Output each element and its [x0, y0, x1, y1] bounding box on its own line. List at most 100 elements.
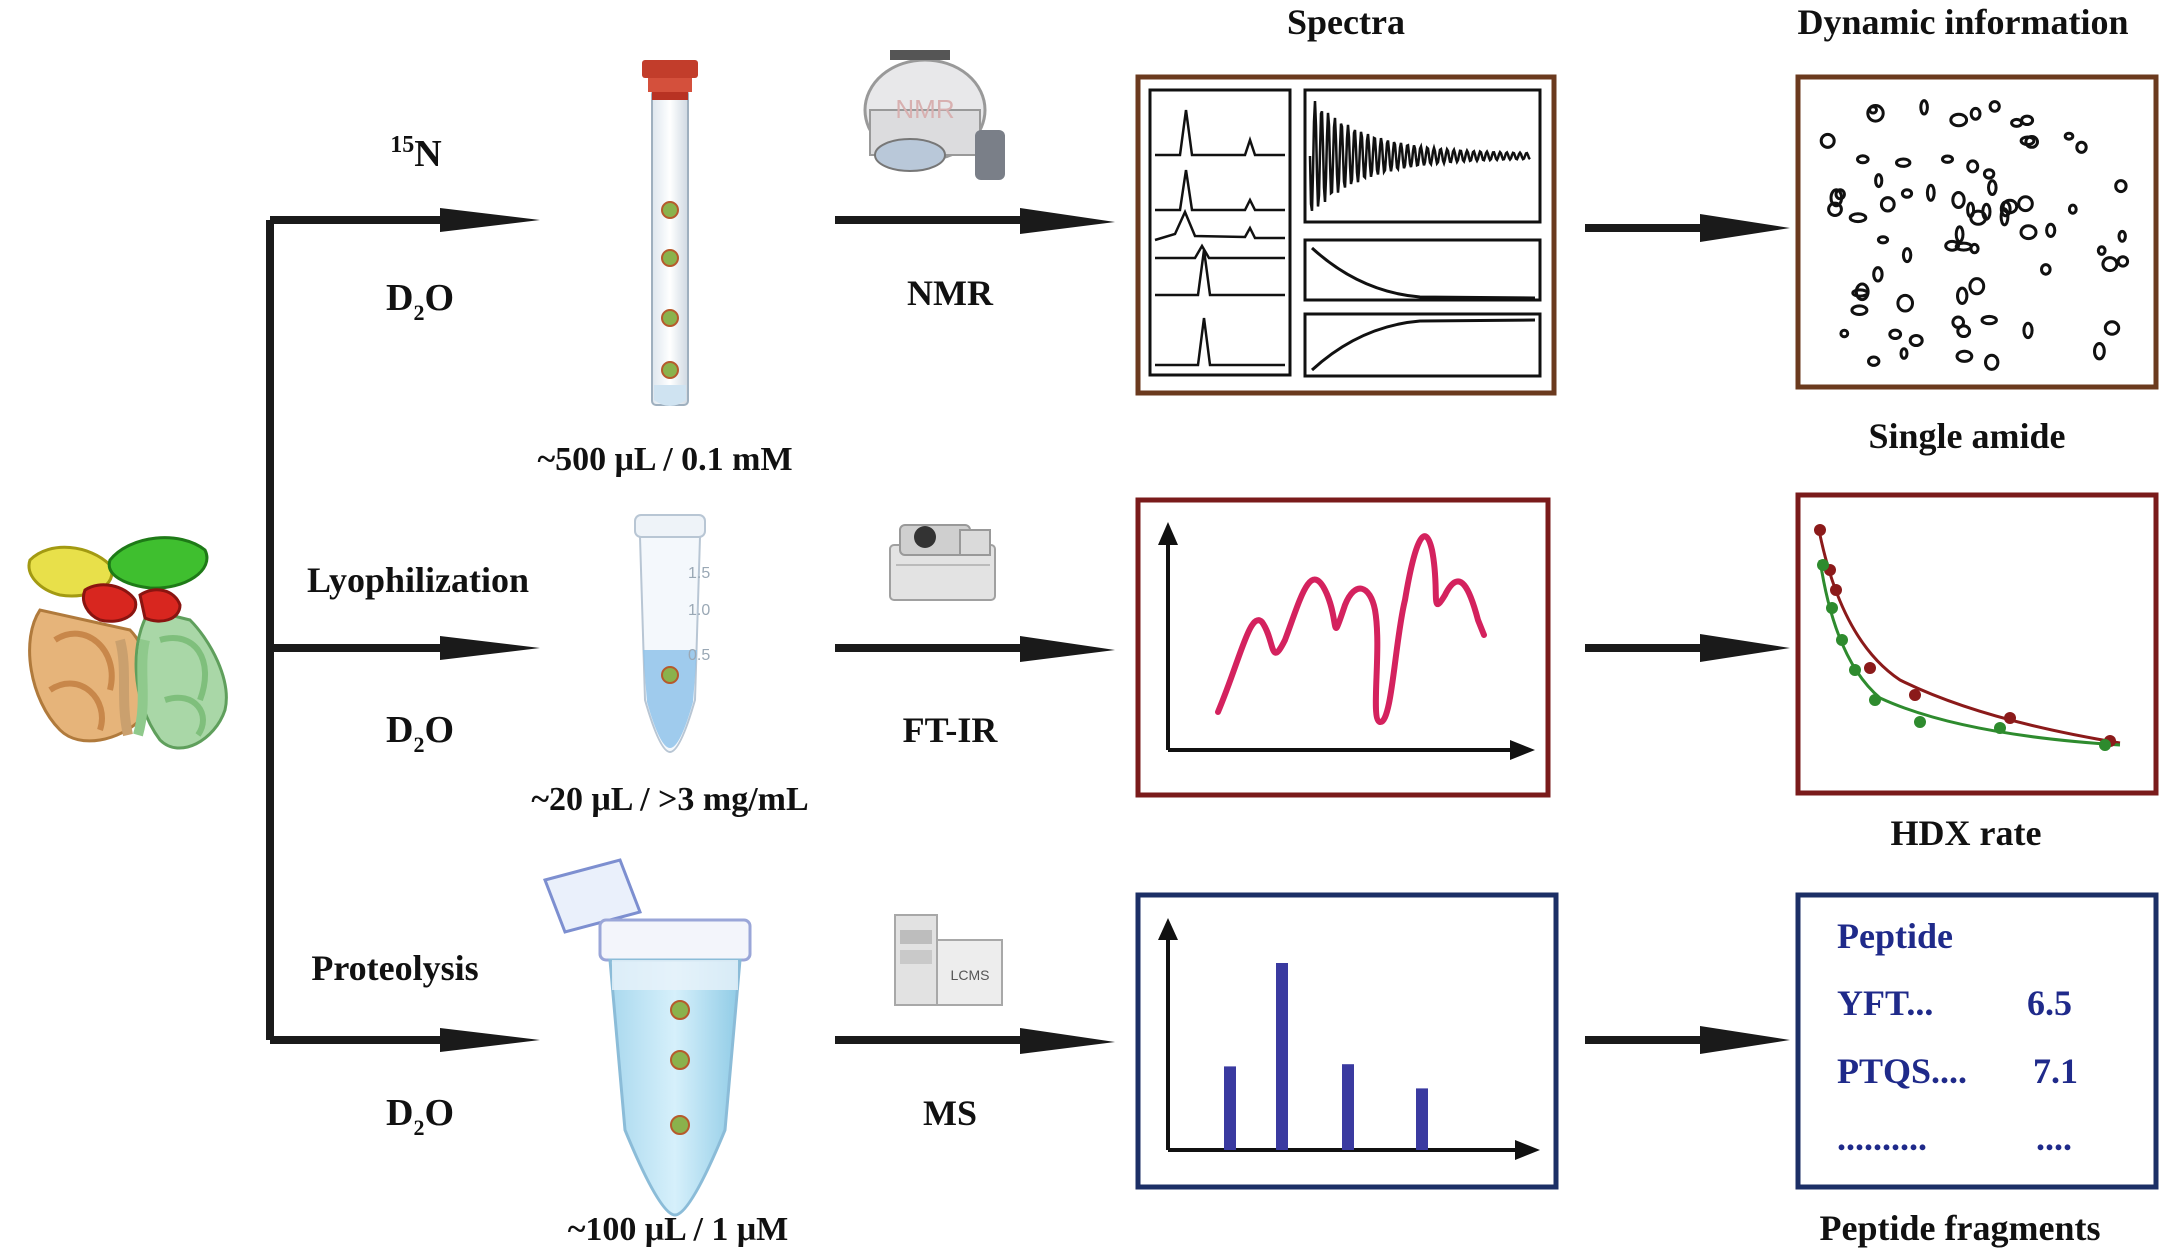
peptide-row-3-name: .......... [1837, 1118, 1927, 1158]
cross-peak [1819, 132, 1836, 149]
peptide-row-1-name: YFT... [1837, 983, 1933, 1023]
ms-eppendorf-tube-illustration [543, 858, 752, 1217]
cross-peak [1969, 106, 1982, 121]
ms-peak-bar [1276, 963, 1288, 1150]
lcms-label: LCMS [951, 967, 990, 983]
ir-sample-amount: ~20 μL / >3 mg/mL [531, 781, 808, 818]
cross-peak [1900, 188, 1914, 199]
tube-mark-2: 1.0 [688, 602, 710, 619]
cross-peak [1888, 328, 1903, 340]
nmr-sample-amount: ~500 μL / 0.1 mM [537, 441, 792, 478]
cross-peak [1980, 314, 1998, 326]
branch-connector [266, 216, 480, 1044]
ir-technique-label: FT-IR [903, 710, 999, 750]
cross-peak [1901, 247, 1913, 264]
cross-peak [2067, 203, 2078, 215]
cross-peak [1854, 282, 1870, 302]
cross-peak [1866, 104, 1885, 123]
cross-peak [1956, 324, 1972, 339]
cross-peak [1999, 207, 2010, 227]
ms-peak-bar [1342, 1064, 1354, 1150]
cross-peak [2114, 179, 2128, 194]
cross-peak [2117, 229, 2127, 243]
cross-peak [1955, 349, 1974, 363]
cross-peak [1951, 191, 1966, 209]
ir-arrows [835, 634, 1790, 662]
cross-peak [1899, 347, 1909, 360]
nmr-tube-illustration [642, 60, 698, 406]
peptide-table-header: Peptide [1837, 916, 1953, 956]
header-spectra: Spectra [1287, 2, 1405, 42]
cross-peak [1850, 304, 1869, 317]
cross-peak [1867, 355, 1881, 367]
nmr-technique-label: NMR [907, 273, 994, 313]
cross-peak [1874, 173, 1884, 189]
cross-peak [1982, 168, 1996, 180]
cross-peak [1895, 157, 1912, 168]
cross-peak [2063, 131, 2075, 141]
cross-peak [2017, 195, 2034, 213]
ms-result-label: Peptide fragments [1820, 1208, 2101, 1248]
nmr-spectrometer-icon: NMR [863, 50, 1005, 180]
cross-peak [1919, 99, 1929, 116]
ir-solvent-label: D2O [386, 709, 454, 757]
cross-peak [1954, 241, 1973, 252]
cross-peak [1949, 112, 1969, 128]
cross-peak [1925, 183, 1936, 202]
ms-peak-bar [1416, 1088, 1428, 1150]
cross-peak [1839, 328, 1850, 339]
cross-peak [1896, 293, 1914, 313]
cross-peak [2101, 256, 2119, 273]
tube-mark-3: 0.5 [688, 647, 710, 664]
peptide-row-3-value: .... [2036, 1118, 2072, 1158]
peptide-row-2-name: PTQS.... [1837, 1051, 1967, 1091]
cross-peak [1984, 353, 2000, 371]
ms-spectrum-panel [1135, 892, 1559, 1190]
ms-peak-bar [1224, 1066, 1236, 1150]
cross-peak [1829, 188, 1844, 208]
lyophilization-label: Lyophilization [307, 560, 529, 600]
cross-peak [1868, 105, 1878, 115]
ir-microtube-illustration: 1.5 1.0 0.5 [634, 514, 710, 754]
cross-peak [1827, 201, 1843, 218]
header-dynamic-information: Dynamic information [1798, 2, 2129, 42]
cross-peak [2103, 320, 2121, 336]
ir-spectrum-panel [1135, 497, 1551, 798]
nmr-arrows [835, 208, 1790, 242]
protein-structure-illustration [27, 536, 228, 750]
cross-peak [2093, 342, 2106, 361]
cross-peak [1848, 212, 1868, 224]
peptide-table-panel: Peptide YFT... 6.5 PTQS.... 7.1 ........… [1795, 892, 2159, 1190]
cross-peak [1987, 179, 1998, 197]
cross-peak [1908, 334, 1924, 347]
nmr-2d-spectrum-panel [1795, 74, 2159, 390]
cross-peak [1876, 235, 1890, 245]
ms-technique-label: MS [923, 1093, 977, 1133]
cross-peak [1944, 239, 1960, 252]
cross-peak [2040, 263, 2052, 276]
cross-peak [1966, 159, 1980, 174]
cross-peak [1856, 154, 1870, 165]
tube-mark-1: 1.5 [688, 565, 710, 582]
ms-solvent-label: D2O [386, 1092, 454, 1140]
cross-peak [2010, 117, 2024, 128]
nmr-result-label: Single amide [1868, 416, 2065, 456]
cross-peak [1872, 266, 1884, 283]
ms-arrows [835, 1026, 1790, 1054]
nmr-spectra-panel [1135, 74, 1557, 396]
ir-result-label: HDX rate [1891, 813, 2042, 853]
cross-peak [1941, 154, 1954, 164]
cross-peak [2116, 255, 2130, 268]
cross-peak [1969, 209, 1988, 226]
cross-peak [1954, 225, 1965, 244]
cross-peak [2096, 245, 2107, 256]
ms-sample-amount: ~100 μL / 1 μM [568, 1211, 789, 1248]
cross-peak [2022, 321, 2034, 340]
peptide-row-2-value: 7.1 [2033, 1051, 2078, 1091]
isotope-15n-label: 15N [390, 132, 441, 175]
cross-peak [2045, 222, 2057, 238]
cross-peak [1956, 286, 1969, 305]
branch-arrowheads [440, 208, 540, 1052]
